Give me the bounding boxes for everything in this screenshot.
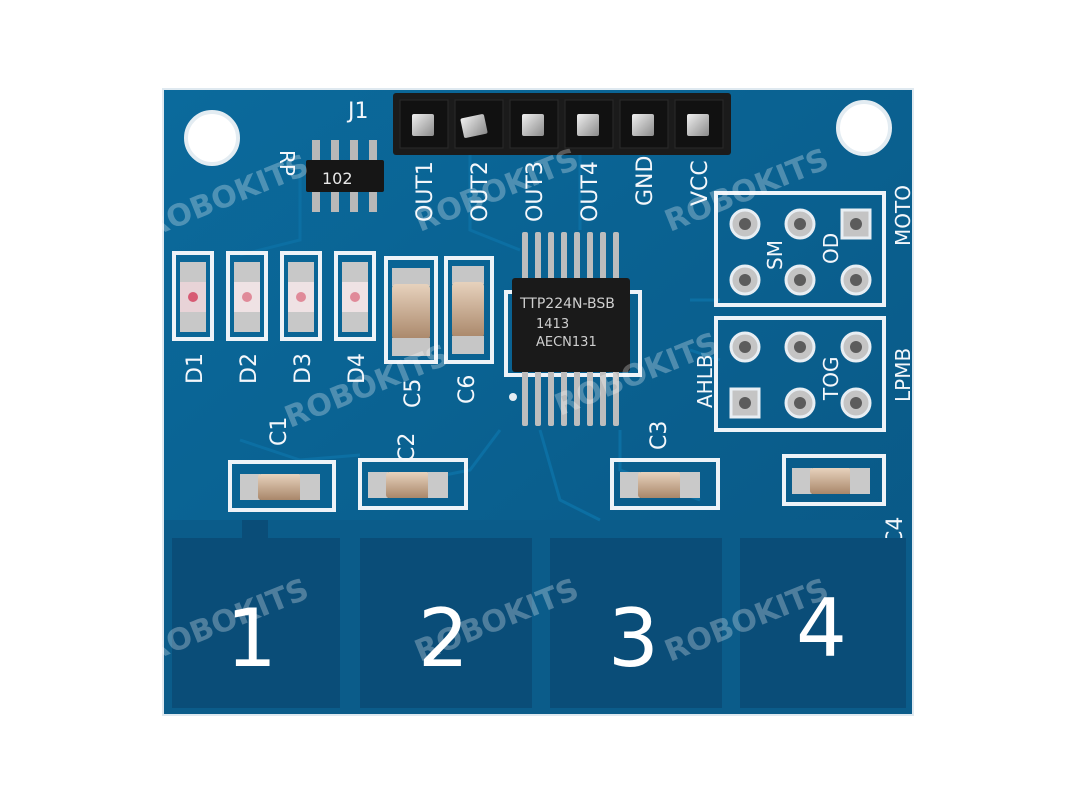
jumper-label-od: OD bbox=[819, 233, 843, 264]
jumper-label-lpmb: LPMB bbox=[891, 348, 915, 402]
cap-label-c5: C5 bbox=[401, 379, 426, 408]
touch-ic-chip: TTP224N-BSB 1413 AECN131 bbox=[504, 232, 642, 426]
touch-pads: 1 2 3 4 bbox=[172, 520, 906, 708]
led-row: D1 D2 D3 D4 bbox=[172, 251, 376, 384]
capacitor-c1 bbox=[228, 460, 336, 512]
cap-label-c2: C2 bbox=[395, 433, 420, 462]
chip-marking-line3: AECN131 bbox=[536, 335, 597, 350]
pin-labels: OUT1 OUT2 OUT3 OUT4 GND VCC bbox=[413, 156, 713, 222]
touch-pad-1-number: 1 bbox=[226, 592, 277, 685]
capacitor-c2 bbox=[358, 458, 468, 510]
pin-label-out4: OUT4 bbox=[578, 161, 603, 222]
capacitor-c4 bbox=[782, 454, 886, 506]
capacitor-c5 bbox=[384, 256, 438, 364]
touch-pad-4: 4 bbox=[740, 538, 906, 708]
touch-pad-3-number: 3 bbox=[608, 592, 659, 685]
resistor-pack: 102 RP bbox=[275, 140, 384, 212]
cap-label-c6: C6 bbox=[455, 375, 480, 404]
pin-label-out2: OUT2 bbox=[468, 161, 493, 222]
touch-pad-1: 1 bbox=[172, 520, 340, 708]
capacitor-c3 bbox=[610, 458, 720, 510]
resistor-pack-value: 102 bbox=[322, 169, 353, 188]
jumper-label-tog: TOG bbox=[819, 357, 843, 401]
chip-marking-line1: TTP224N-BSB bbox=[519, 296, 615, 312]
ic-pins-top bbox=[522, 232, 619, 290]
pin-label-gnd: GND bbox=[633, 156, 658, 206]
led-d4 bbox=[334, 251, 376, 341]
jumper-block-moto: SM OD MOTO bbox=[714, 185, 915, 307]
chip-marking-line2: 1413 bbox=[536, 317, 569, 332]
pin-label-out1: OUT1 bbox=[413, 161, 438, 222]
led-label-d2: D2 bbox=[237, 353, 262, 384]
cap-label-c3: C3 bbox=[647, 421, 672, 450]
resistor-pack-label: RP bbox=[275, 150, 299, 176]
jumper-label-moto: MOTO bbox=[891, 185, 915, 246]
pin-header bbox=[393, 93, 731, 155]
pin-label-out3: OUT3 bbox=[523, 161, 548, 222]
cap-label-c1: C1 bbox=[267, 417, 292, 446]
jumper-label-sm: SM bbox=[763, 240, 787, 270]
led-d1 bbox=[172, 251, 214, 341]
mounting-holes bbox=[184, 100, 892, 166]
capacitor-c6 bbox=[444, 256, 494, 364]
touch-pad-3: 3 bbox=[550, 538, 722, 708]
led-d3 bbox=[280, 251, 322, 341]
touch-pad-4-number: 4 bbox=[796, 582, 847, 675]
touch-pad-2: 2 bbox=[360, 538, 532, 708]
led-label-d4: D4 bbox=[345, 353, 370, 384]
pin-label-vcc: VCC bbox=[688, 160, 713, 206]
ic-pins-bottom bbox=[522, 368, 619, 426]
header-label: J1 bbox=[346, 99, 369, 124]
touch-pad-2-number: 2 bbox=[418, 592, 469, 685]
pad-capacitors: C1 C2 C3 C4 bbox=[228, 417, 908, 546]
jumper-block-lpmb: AHLB TOG LPMB bbox=[693, 316, 915, 432]
led-label-d3: D3 bbox=[291, 353, 316, 384]
led-label-d1: D1 bbox=[183, 353, 208, 384]
led-d2 bbox=[226, 251, 268, 341]
jumper-label-ahlb: AHLB bbox=[693, 354, 717, 408]
